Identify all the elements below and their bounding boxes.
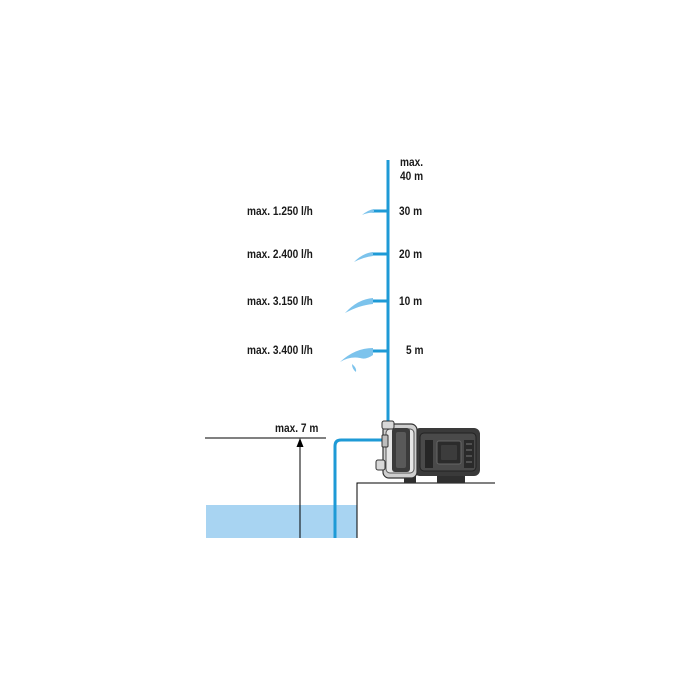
flow-label-20m: max. 2.400 l/h bbox=[247, 249, 313, 261]
max-height-label-line2: 40 m bbox=[400, 171, 424, 183]
spray-30m bbox=[362, 209, 374, 215]
ground-line bbox=[356, 482, 495, 538]
height-label-20m: 20 m bbox=[399, 249, 423, 261]
suction-arrow-head bbox=[296, 438, 304, 447]
spray-5m bbox=[340, 348, 373, 372]
suction-pipe bbox=[333, 438, 384, 538]
flow-label-10m: max. 3.150 l/h bbox=[247, 296, 313, 308]
spray-10m bbox=[345, 298, 373, 313]
height-label-10m: 10 m bbox=[399, 296, 423, 308]
max-height-label-line1: max. bbox=[400, 157, 424, 169]
height-label-5m: 5 m bbox=[406, 345, 424, 357]
spray-20m bbox=[354, 252, 373, 262]
water-reservoir bbox=[206, 505, 357, 538]
flow-label-5m: max. 3.400 l/h bbox=[247, 345, 313, 357]
flow-label-30m: max. 1.250 l/h bbox=[247, 206, 313, 218]
pump-unit bbox=[375, 420, 480, 483]
height-label-30m: 30 m bbox=[399, 206, 423, 218]
suction-height-label: max. 7 m bbox=[275, 423, 319, 435]
